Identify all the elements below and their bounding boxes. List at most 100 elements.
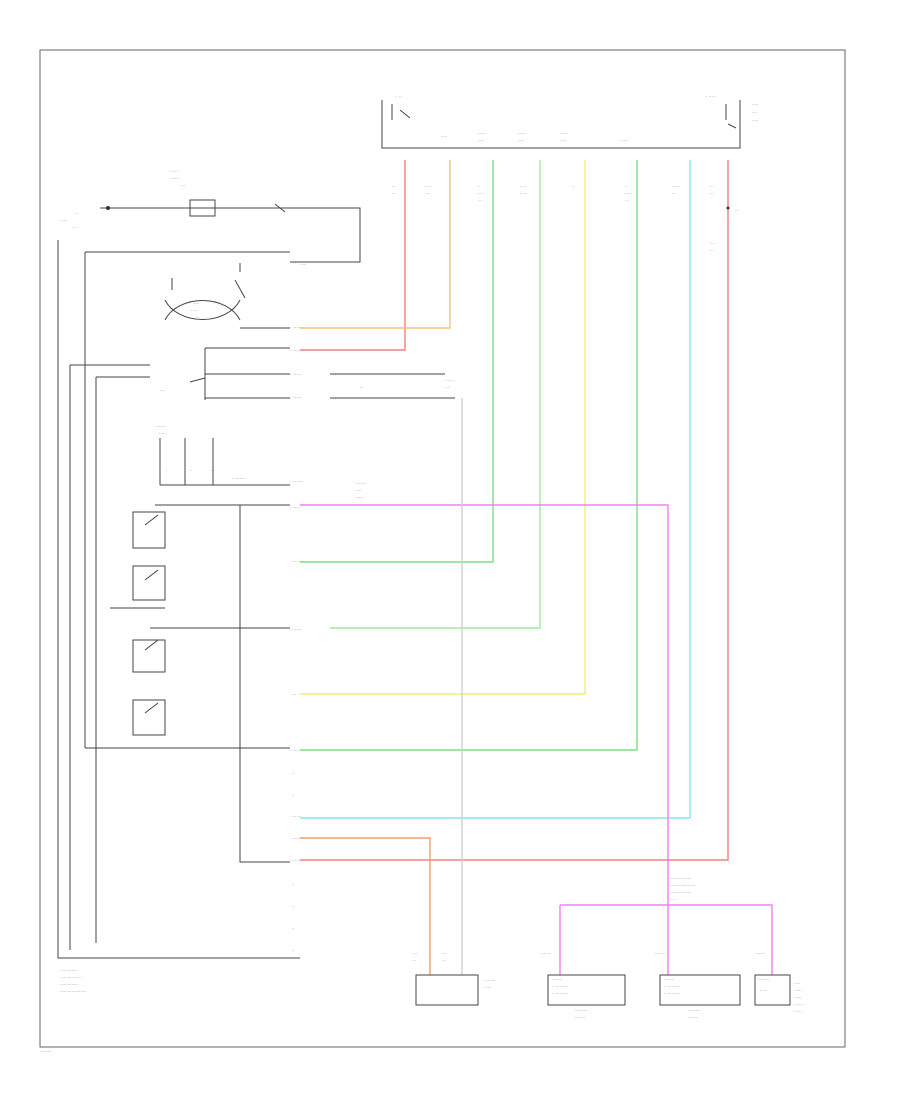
- svg-text:··········: ··········: [688, 1008, 701, 1013]
- svg-text:······: ······: [484, 985, 492, 990]
- svg-text:··: ··: [292, 948, 295, 953]
- svg-text:· ·········: · ·········: [232, 476, 246, 481]
- svg-text:·····: ·····: [752, 118, 758, 123]
- svg-text:·····: ·····: [355, 488, 361, 493]
- bottom-left-caption: ·············· ················· ·······…: [60, 968, 87, 994]
- svg-text:··: ··: [478, 184, 481, 189]
- svg-text:······: ······: [478, 131, 486, 136]
- svg-text:·····: ·····: [478, 138, 484, 143]
- svg-text:···: ···: [75, 211, 79, 216]
- svg-text:· ···: · ···: [290, 692, 296, 697]
- svg-text:· ········: · ········: [290, 479, 303, 484]
- svg-text:········: ········: [755, 951, 765, 956]
- top-connector-right-bracket: ·· ····· ····· ···· ·····: [705, 94, 758, 149]
- svg-text:·· ··: ·· ··: [395, 94, 401, 99]
- svg-text:·····: ·····: [760, 988, 766, 993]
- svg-text:· ·······: · ·······: [290, 395, 301, 400]
- yellow-wire: [300, 160, 586, 695]
- svg-text:····: ····: [445, 385, 450, 390]
- svg-text:···: ···: [392, 191, 396, 196]
- svg-text:·····: ·····: [560, 138, 566, 143]
- svg-text:···: ···: [478, 198, 482, 203]
- svg-text:········: ········: [655, 951, 665, 956]
- svg-text:········: ········: [540, 951, 550, 956]
- left-bus-lines: [57, 240, 300, 959]
- svg-text:······: ······: [672, 184, 680, 189]
- green-wire-3: [300, 160, 638, 751]
- svg-text:·····: ·····: [520, 191, 526, 196]
- svg-text:·········: ·········: [758, 977, 769, 982]
- magenta-wire-lower: [559, 870, 773, 975]
- center-switch: ····: [160, 347, 290, 400]
- svg-text:·····: ·····: [193, 301, 199, 306]
- svg-text:· ·······: · ·······: [290, 814, 301, 819]
- svg-text:····: ····: [670, 897, 675, 902]
- green-wire-1: [300, 160, 494, 563]
- svg-text:··: ··: [190, 468, 193, 473]
- red-wire-top: [300, 160, 406, 351]
- svg-text:· ·······: · ·······: [290, 748, 301, 753]
- connector-row-labels: · ········ · ······· · ······· · ·······…: [290, 325, 303, 953]
- svg-text:··: ··: [572, 184, 575, 189]
- svg-text:·········: ·········: [484, 978, 495, 983]
- svg-text:········: ········: [664, 977, 674, 982]
- svg-text:··: ··: [292, 926, 295, 931]
- svg-text:···: ···: [392, 184, 396, 189]
- diagram-footer-code: ·······: [40, 1049, 52, 1055]
- svg-text:·················: ·················: [670, 890, 692, 895]
- svg-text:·····: ·····: [300, 262, 306, 267]
- svg-text:··: ··: [292, 882, 295, 887]
- svg-text:········: ········: [575, 1015, 585, 1020]
- switch-4: [132, 699, 166, 736]
- svg-text:···: ···: [195, 315, 199, 320]
- svg-text:· ········: · ········: [290, 325, 303, 330]
- svg-text:··: ··: [165, 468, 168, 473]
- svg-text:··············: ··············: [60, 982, 78, 987]
- svg-text:·····: ·····: [441, 134, 447, 139]
- bottom-component-2: ········ ········ ·· ·········· ·· ·····…: [655, 951, 741, 1020]
- green-wire-2: [330, 160, 541, 629]
- svg-text:····: ····: [180, 183, 185, 188]
- svg-text:·· ··········: ·· ··········: [552, 991, 569, 996]
- svg-text:·· ··········: ·· ··········: [552, 984, 569, 989]
- connector-block-middle: ········ ······· ·· ·· ·· · ········· ··…: [155, 424, 366, 500]
- svg-text:··: ··: [292, 793, 295, 798]
- svg-text:· ·······: · ·······: [290, 348, 301, 353]
- bottom-component-left: ···· ··· ···· ··· ········· ······: [412, 951, 495, 1006]
- svg-text:····: ····: [160, 388, 165, 393]
- svg-text:·······: ·······: [158, 431, 167, 436]
- svg-text:·······: ·······: [355, 495, 364, 500]
- svg-text:·····················: ·····················: [60, 989, 87, 994]
- svg-text:·····: ·····: [794, 981, 800, 986]
- svg-text:·······: ·······: [620, 138, 629, 143]
- svg-text:··: ··: [210, 468, 213, 473]
- svg-text:······: ······: [518, 131, 526, 136]
- svg-text:··············: ··············: [60, 968, 78, 973]
- bottom-module-label: ················· ···················· ·…: [670, 876, 695, 902]
- svg-text:···: ···: [442, 958, 446, 963]
- diagram-frame: [39, 49, 846, 1048]
- black-wire-stubs: [110, 327, 290, 863]
- svg-text:·····: ·····: [425, 184, 431, 189]
- svg-text:········: ········: [552, 977, 562, 982]
- bottom-component-1: ········ ········ ·· ·········· ·· ·····…: [540, 951, 626, 1020]
- svg-text:· ······: · ······: [290, 858, 300, 863]
- svg-text:······: ······: [60, 218, 68, 223]
- magenta-wire: [300, 504, 669, 870]
- svg-text:········: ········: [688, 1015, 698, 1020]
- svg-text:······: ······: [190, 308, 198, 313]
- svg-text:··: ··: [625, 184, 628, 189]
- svg-text:···: ···: [710, 248, 714, 253]
- svg-text:· ······: · ······: [290, 505, 300, 510]
- svg-text:········: ········: [155, 424, 165, 429]
- switch-1: [132, 511, 166, 549]
- relay-component-right: ··· ······· ····: [330, 373, 455, 399]
- red-wire-right: [300, 160, 729, 861]
- svg-text:·····: ·····: [625, 191, 631, 196]
- svg-text:····: ····: [72, 225, 77, 230]
- bottom-component-3: ········ ········· ····· ····· ······ ··…: [754, 951, 804, 1014]
- svg-text:···: ···: [710, 184, 714, 189]
- svg-text:······: ······: [794, 988, 802, 993]
- svg-text:···: ···: [412, 958, 416, 963]
- svg-text:····: ····: [442, 951, 447, 956]
